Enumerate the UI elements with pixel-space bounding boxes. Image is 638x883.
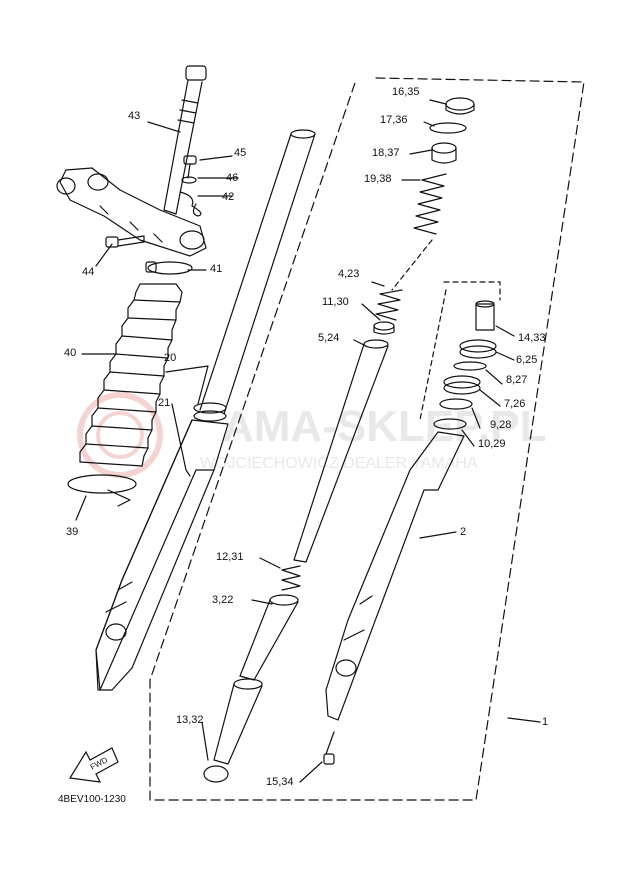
callout-40: 40 <box>64 347 77 359</box>
fork-boot-40 <box>79 283 183 467</box>
washer-46 <box>181 176 197 184</box>
callout-20: 20 <box>164 352 177 364</box>
clip-42 <box>179 191 202 217</box>
washer-9-28 <box>439 398 473 410</box>
callout-8-27: 8,27 <box>506 374 528 386</box>
callout-17-36: 17,36 <box>380 114 408 126</box>
callout-6-25: 6,25 <box>516 354 538 366</box>
callout-9-28: 9,28 <box>490 419 512 431</box>
inner-tube <box>193 129 316 422</box>
rebound-spring <box>281 565 301 591</box>
assembly-outline <box>149 77 585 801</box>
bolt-45 <box>183 155 197 179</box>
watermark-logo <box>77 392 163 478</box>
seal-7-26 <box>443 375 481 395</box>
callout-14-33: 14,33 <box>518 332 546 344</box>
callout-16-35: 16,35 <box>392 86 420 98</box>
oil-seal-6-25 <box>459 339 497 359</box>
drawing-code: 4BEV100-1230 <box>58 794 126 805</box>
outer-tube-left <box>95 419 229 691</box>
band-39 <box>67 474 137 507</box>
bolt-44 <box>105 235 145 248</box>
callout-18-37: 18,37 <box>372 147 400 159</box>
bushing-10-29 <box>433 418 467 430</box>
callout-45: 45 <box>234 147 247 159</box>
callout-7-26: 7,26 <box>504 398 526 410</box>
band-41 <box>145 261 193 275</box>
bolt-15-34 <box>323 731 335 765</box>
cap-bolt <box>445 97 475 115</box>
callout-13-32: 13,32 <box>176 714 204 726</box>
outer-tube-right <box>325 431 465 721</box>
callout-42: 42 <box>222 191 235 203</box>
callout-12-31: 12,31 <box>216 551 244 563</box>
callout-44: 44 <box>82 266 95 278</box>
upper-spring <box>391 173 447 291</box>
callout-10-29: 10,29 <box>478 438 506 450</box>
damper-rod <box>293 339 389 563</box>
callout-15-34: 15,34 <box>266 776 294 788</box>
fwd-arrow-icon <box>69 747 119 783</box>
callout-11-30: 11,30 <box>322 296 349 308</box>
callout-4-23: 4,23 <box>338 268 360 280</box>
callout-5-24: 5,24 <box>318 332 340 344</box>
callout-46: 46 <box>226 172 239 184</box>
oil-lock <box>239 594 299 681</box>
lower-piece <box>203 678 263 783</box>
watermark-title: AMA-SKLEP.PL <box>222 402 547 451</box>
ring-11-30 <box>373 321 395 335</box>
callout-43: 43 <box>128 110 141 122</box>
circlip <box>429 122 467 134</box>
slide-bush <box>475 300 495 331</box>
collar <box>431 142 457 164</box>
steering-stem <box>163 65 207 215</box>
callout-21: 21 <box>158 397 171 409</box>
under-bracket <box>56 167 207 257</box>
callout-2: 2 <box>460 526 467 538</box>
spring-small <box>375 289 403 321</box>
callout-41: 41 <box>210 263 223 275</box>
callout-19-38: 19,38 <box>364 173 392 185</box>
clip-8-27 <box>453 361 487 371</box>
callout-3-22: 3,22 <box>212 594 234 606</box>
callout-39: 39 <box>66 526 79 538</box>
watermark-subtitle: WOJCIECHOWICZ DEALER YAMAHA <box>200 455 478 472</box>
callout-1: 1 <box>542 716 549 728</box>
